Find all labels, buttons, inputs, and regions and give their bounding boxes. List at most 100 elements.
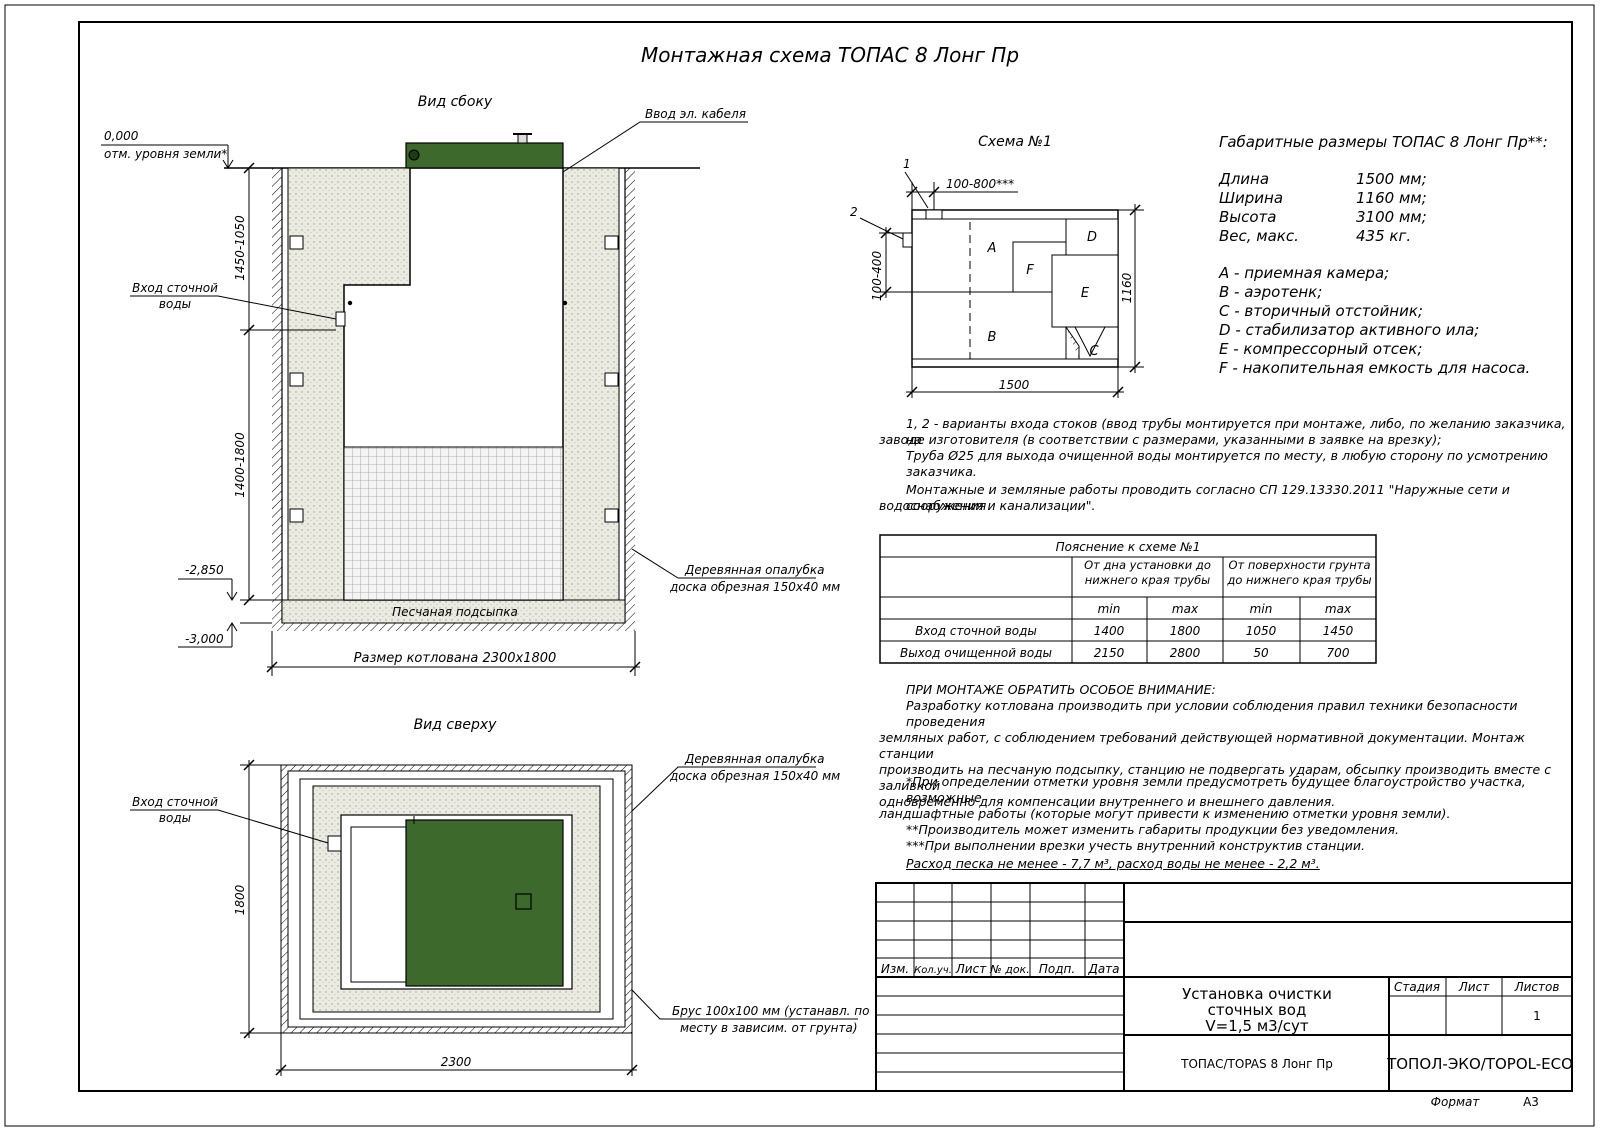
tb-format-value: А3: [1523, 1095, 1539, 1109]
table-title: Пояснение к схеме №1: [1056, 540, 1201, 554]
scheme-dim-top: 100-800***: [946, 177, 1014, 191]
top-inlet-label-line2: воды: [159, 811, 191, 825]
outer-border: [4, 4, 1595, 1127]
note-p1-line1: 1, 2 - варианты входа стоков (ввод трубы…: [906, 416, 1566, 447]
zone-e: E: [1081, 286, 1090, 301]
top-dim-height: 1800: [233, 884, 247, 915]
soil-hatch-right: [625, 168, 635, 623]
tb-sheets-label: Листов: [1514, 980, 1560, 994]
table-cell: 1050: [1246, 624, 1277, 638]
dim-lower: 1400-1800: [233, 432, 247, 498]
table-cell: 700: [1327, 646, 1350, 660]
inlet-label-line1: Вход сточной: [132, 281, 218, 295]
zone-a: A: [987, 241, 997, 256]
tb-name-line1: Установка очистки: [1182, 985, 1332, 1003]
cable-label: Ввод эл. кабеля: [645, 107, 746, 121]
side-view: Вид сбоку Песчаная подсыпка: [101, 94, 840, 676]
table-sub-header: min: [1250, 602, 1273, 616]
notes-block-4: Монтажные и земляные работы проводить со…: [906, 482, 1566, 514]
attention-line4: одновременно для компенсации внутреннего…: [879, 794, 1336, 809]
scheme-label-1: 1: [903, 157, 911, 171]
footnote-2: **Производитель может изменить габариты …: [906, 822, 1399, 837]
attention-line1: Разработку котлована производить при усл…: [906, 698, 1518, 729]
top-dim-width: 2300: [441, 1055, 472, 1069]
pit-size-label: Размер котлована 2300х1800: [354, 651, 557, 666]
footnote-1-line1: *При определении отметки уровня земли пр…: [906, 774, 1526, 805]
soil-hatch-left: [272, 168, 282, 623]
level-zero-note: отм. уровня земли*: [104, 147, 227, 161]
tb-format-label: Формат: [1431, 1095, 1481, 1109]
legend-item: B - аэротенк;: [1219, 283, 1322, 301]
table-row-label: Выход очищенной воды: [900, 646, 1052, 660]
top-view: Вид сверху Вход сточной воды Деревянная …: [130, 717, 870, 1076]
dim-row-value: 3100 мм;: [1356, 208, 1427, 226]
table-cell: 1800: [1170, 624, 1201, 638]
top-view-title: Вид сверху: [414, 717, 498, 733]
zone-f: F: [1026, 263, 1034, 278]
tb-company: ТОПОЛ-ЭКО/TOPOL-ECO: [1386, 1055, 1573, 1073]
zone-b: B: [988, 330, 997, 345]
attention-heading: ПРИ МОНТАЖЕ ОБРАТИТЬ ОСОБОЕ ВНИМАНИЕ:: [906, 682, 1216, 697]
attention-body: Разработку котлована производить при усл…: [879, 698, 1569, 810]
notes-block-3: Труба Ø25 для выхода очищенной воды монт…: [906, 448, 1566, 480]
consumption-note: Расход песка не менее - 7,7 м³, расход в…: [906, 856, 1320, 871]
footnotes: *При определении отметки уровня земли пр…: [879, 774, 1569, 854]
tb-header: Дата: [1087, 962, 1119, 976]
legend-item: E - компрессорный отсек;: [1219, 340, 1422, 358]
attention-line3: производить на песчаную подсыпку, станци…: [879, 762, 1552, 793]
note-p2-line1: Монтажные и земляные работы проводить со…: [906, 482, 1510, 513]
table-cell: 2800: [1170, 646, 1201, 660]
page-title: Монтажная схема ТОПАС 8 Лонг Пр: [641, 43, 1019, 67]
tb-sheets-value: 1: [1533, 1009, 1541, 1023]
sand-label: Песчаная подсыпка: [392, 605, 518, 619]
scheme-1: Схема №1 A B C D E F 1 2 1: [850, 134, 1144, 398]
table-sub-header: min: [1098, 602, 1121, 616]
level-2850: -2,850: [185, 563, 224, 577]
tb-stage-label: Стадия: [1394, 980, 1440, 994]
zone-d: D: [1087, 230, 1097, 245]
legend-item: A - приемная камера;: [1218, 264, 1389, 282]
tb-header: № док.: [989, 963, 1029, 976]
footnote-3: ***При выполнении врезки учесть внутренн…: [906, 838, 1366, 853]
legend-item: C - вторичный отстойник;: [1219, 302, 1423, 320]
footnote-1-line2: ландшафтные работы (которые могут привес…: [879, 806, 1451, 821]
tb-name-line2: сточных вод: [1208, 1001, 1307, 1019]
beam-label-line2: месту в зависим. от грунта): [680, 1021, 858, 1035]
scheme-dim-width: 1500: [999, 378, 1030, 392]
inner-frame: [78, 21, 1573, 1092]
tb-product: ТОПАС/TOPAS 8 Лонг Пр: [1180, 1057, 1333, 1071]
dim-row-value: 435 кг.: [1356, 227, 1411, 245]
inlet-label-line2: воды: [159, 297, 191, 311]
top-inlet-label-line1: Вход сточной: [132, 795, 218, 809]
tank-lid-top: [405, 819, 564, 987]
tb-header: Лист: [955, 962, 987, 976]
tank-gravel-fill: [343, 446, 564, 601]
top-formwork-label-line2: доска обрезная 150х40 мм: [669, 769, 840, 783]
attention-heading-wrap: ПРИ МОНТАЖЕ ОБРАТИТЬ ОСОБОЕ ВНИМАНИЕ:: [906, 682, 1566, 698]
table-sub-header: max: [1325, 602, 1352, 616]
notes-block-2: заводе изготовителя (в соответствии с ра…: [879, 432, 1569, 448]
attention-line2: земляных работ, с соблюдением требований…: [879, 730, 1525, 761]
table-col-group-1: От дна установки до нижнего края трубы: [1084, 558, 1211, 587]
beam-label-line1: Брус 100х100 мм (устанавл. по: [672, 1004, 870, 1018]
note-p2-line2: водоснабжения и канализации".: [879, 498, 1096, 513]
tb-name-line3: V=1,5 м3/сут: [1205, 1017, 1308, 1035]
scheme-1-title: Схема №1: [978, 134, 1052, 150]
title-block: Изм. Кол.уч. Лист № док. Подп. Дата Уста…: [875, 882, 1573, 1109]
scheme-dim-left: 100-400: [870, 251, 884, 302]
tb-header: Подп.: [1039, 962, 1075, 976]
table-cell: 1400: [1094, 624, 1125, 638]
inlet-pipe: [335, 311, 346, 327]
consumption-wrap: Расход песка не менее - 7,7 м³, расход в…: [906, 856, 1566, 872]
table-cell: 1450: [1323, 624, 1354, 638]
side-view-title: Вид сбоку: [418, 94, 493, 110]
table-cell: 50: [1253, 646, 1269, 660]
notes-block: 1, 2 - варианты входа стоков (ввод трубы…: [906, 416, 1566, 448]
soil-hatch-bottom: [272, 623, 635, 631]
level-zero: 0,000: [104, 129, 139, 143]
note-p1-line2: заводе изготовителя (в соответствии с ра…: [879, 432, 1442, 447]
tb-header: Изм.: [881, 962, 909, 976]
dim-row-value: 1500 мм;: [1356, 170, 1427, 188]
